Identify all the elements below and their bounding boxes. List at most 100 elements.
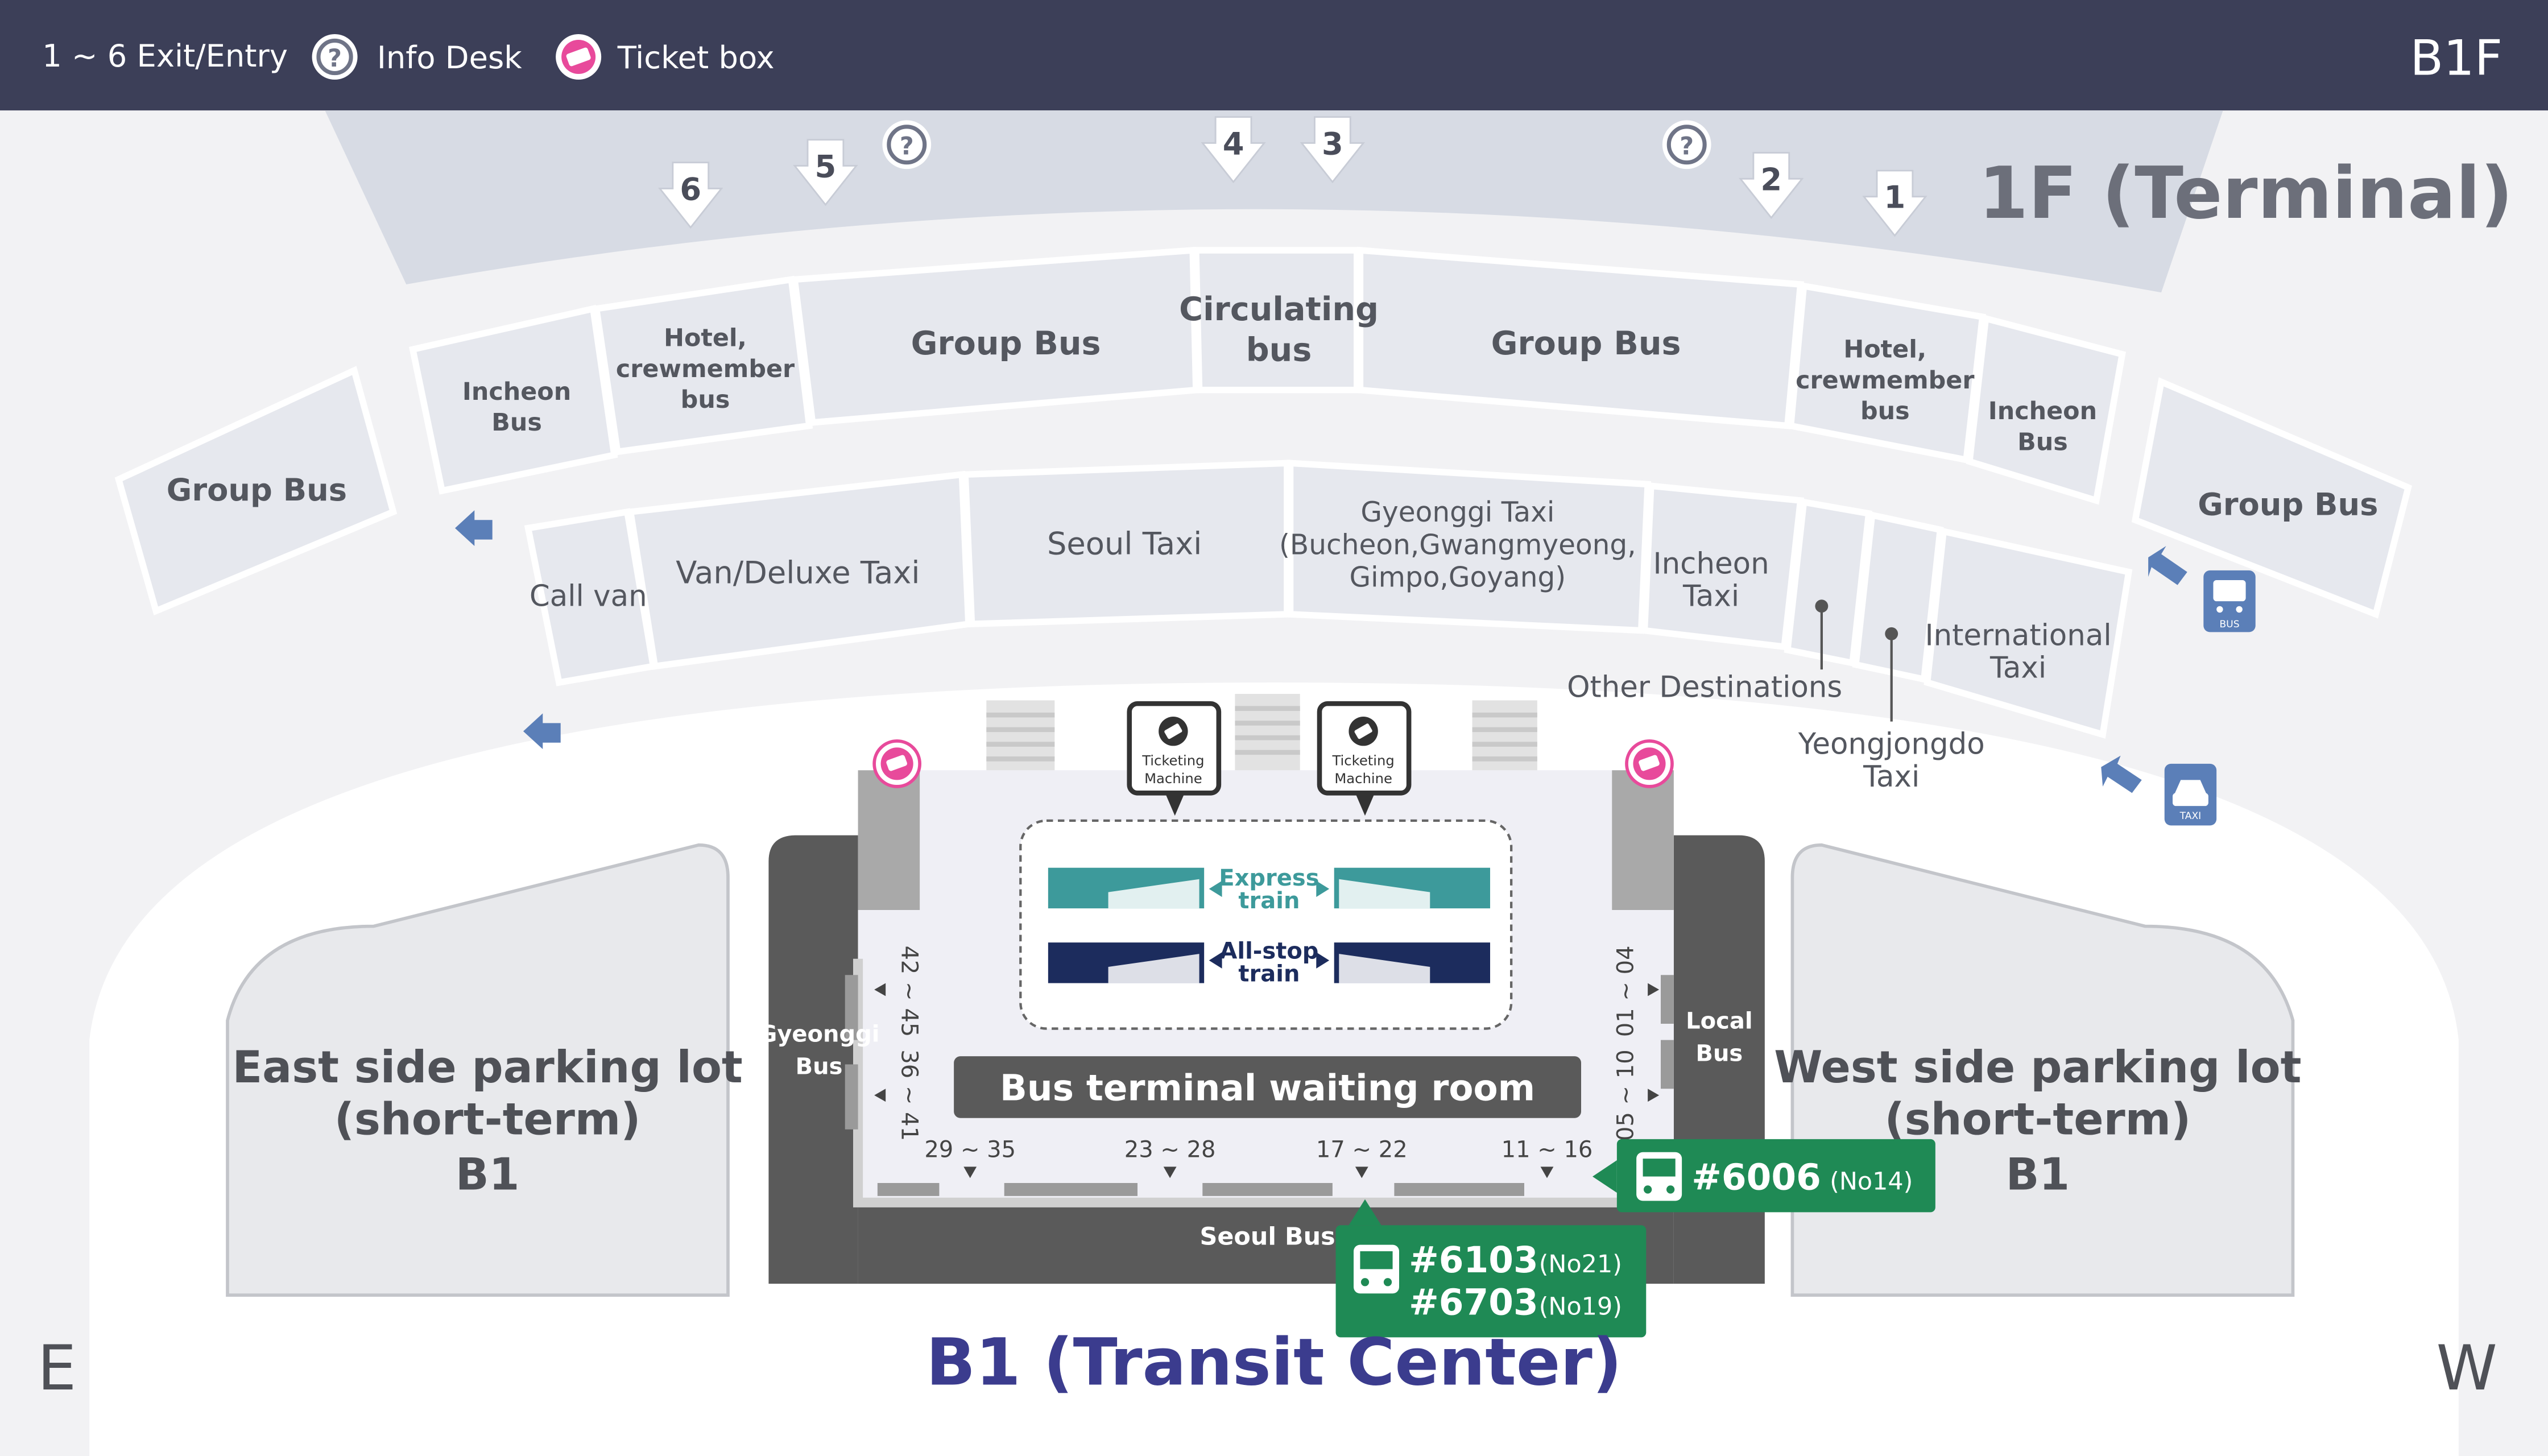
- bus-icon: BUS: [2203, 570, 2256, 632]
- gate-markers: [874, 983, 1660, 1178]
- parking-east: [226, 843, 730, 1297]
- legend-info-desk: Info Desk: [377, 40, 522, 76]
- gate-label: 01 ~ 04: [1612, 945, 1639, 1037]
- info-desk-icon: ?: [312, 34, 358, 80]
- parking-east-name: East side parking lot: [232, 1042, 742, 1093]
- exit-5-arrow: [793, 139, 858, 206]
- gate-label: 36 ~ 41: [896, 1049, 923, 1141]
- route-badge-6006: #6006 (No14): [1592, 1139, 1935, 1213]
- ticket-box-icon: [556, 34, 602, 80]
- exit-2-arrow: [1739, 152, 1804, 220]
- svg-text:?: ?: [328, 44, 342, 73]
- bus-icon: [1636, 1152, 1682, 1201]
- parking-west-name: West side parking lot: [1774, 1042, 2301, 1093]
- exit-5: 5: [815, 148, 837, 184]
- arrow-icon: [455, 510, 493, 546]
- exit-6-arrow: [658, 162, 723, 229]
- zone-label: Seoul Taxi: [1047, 526, 1202, 561]
- zone-label: Group Bus: [1491, 325, 1681, 362]
- stairs-center: [1235, 694, 1300, 772]
- outer-zones: [114, 246, 2413, 619]
- zone-label: Group Bus: [167, 472, 347, 508]
- arrow-icon: [2101, 755, 2142, 793]
- gate-label: 42 ~ 45: [896, 945, 923, 1037]
- exit-3: 3: [1322, 126, 1343, 162]
- floor-indicator: B1F: [2410, 30, 2502, 86]
- pointer-other-destinations: Other Destinations: [1567, 671, 1842, 705]
- svg-text:(No21): (No21): [1539, 1250, 1622, 1279]
- legend-exit-entry: 1 ~ 6 Exit/Entry: [42, 38, 288, 74]
- svg-text:#6006: #6006: [1691, 1156, 1821, 1198]
- exit-6: 6: [680, 171, 701, 207]
- gate-label: 23 ~ 28: [1124, 1136, 1216, 1163]
- parking-west-floor: B1: [2006, 1149, 2070, 1200]
- waiting-room-bar: [954, 1056, 1581, 1118]
- svg-text:(No19): (No19): [1539, 1292, 1622, 1321]
- transit-center-label: B1 (Transit Center): [926, 1324, 1622, 1400]
- parking-west-type: (short-term): [1884, 1094, 2191, 1145]
- legend-ticket-box: Ticket box: [617, 40, 775, 76]
- direction-east: E: [38, 1332, 77, 1404]
- zone-label: Group Bus: [2198, 487, 2378, 523]
- exit-3-arrow: [1300, 116, 1366, 184]
- exit-1-arrow: [1862, 169, 1927, 237]
- parking-east-floor: B1: [456, 1149, 519, 1200]
- gate-label: 17 ~ 22: [1316, 1136, 1408, 1163]
- parking-east-type: (short-term): [334, 1094, 641, 1145]
- svg-text:BUS: BUS: [2219, 619, 2239, 630]
- escalator-right: [1612, 770, 1674, 910]
- svg-text:#6103: #6103: [1409, 1239, 1538, 1281]
- gyeonggi-bus-bay: [768, 835, 858, 1284]
- info-desk-icon: ?: [1662, 120, 1711, 169]
- svg-text:?: ?: [900, 132, 914, 160]
- waiting-room-label: Bus terminal waiting room: [1000, 1067, 1535, 1108]
- ticket-box-icon: [872, 739, 922, 788]
- svg-text:TAXI: TAXI: [2179, 810, 2202, 822]
- svg-text:(No14): (No14): [1830, 1167, 1913, 1196]
- exit-arrows: [658, 116, 1927, 237]
- exit-1: 1: [1884, 180, 1906, 216]
- zone-label: Call van: [530, 580, 647, 614]
- escalator-left: [858, 770, 920, 910]
- terminal-label: 1F (Terminal): [1979, 151, 2513, 235]
- zone-label: Group Bus: [911, 325, 1101, 362]
- exit-2: 2: [1760, 162, 1782, 197]
- header-bar: [0, 0, 2548, 111]
- terminal-band: [325, 110, 2223, 293]
- gate-label: 05 ~ 10: [1612, 1049, 1639, 1141]
- taxi-icon: TAXI: [2164, 763, 2217, 826]
- svg-text:#6703: #6703: [1409, 1281, 1538, 1323]
- arrow-icon: [523, 713, 561, 750]
- pointer-pins: [1815, 599, 1898, 722]
- gate-label: 11 ~ 16: [1502, 1136, 1593, 1163]
- zone-group-bus-east: [114, 366, 398, 616]
- train-area: [1019, 819, 1513, 1030]
- direction-arrows: [455, 510, 2187, 793]
- ticket-box-icon: [1625, 739, 1674, 788]
- svg-text:?: ?: [1680, 132, 1694, 160]
- curb-stops: [845, 975, 1674, 1196]
- arrow-icon: [2148, 546, 2187, 585]
- zone-label: Gyeonggi Taxi(Bucheon,Gwangmyeong,Gimpo,…: [1279, 497, 1636, 593]
- exit-4: 4: [1223, 126, 1244, 162]
- direction-west: W: [2436, 1332, 2497, 1404]
- zone-label: Van/Deluxe Taxi: [676, 555, 920, 591]
- gate-label: 29 ~ 35: [924, 1136, 1016, 1163]
- bus-icon: [1354, 1244, 1399, 1294]
